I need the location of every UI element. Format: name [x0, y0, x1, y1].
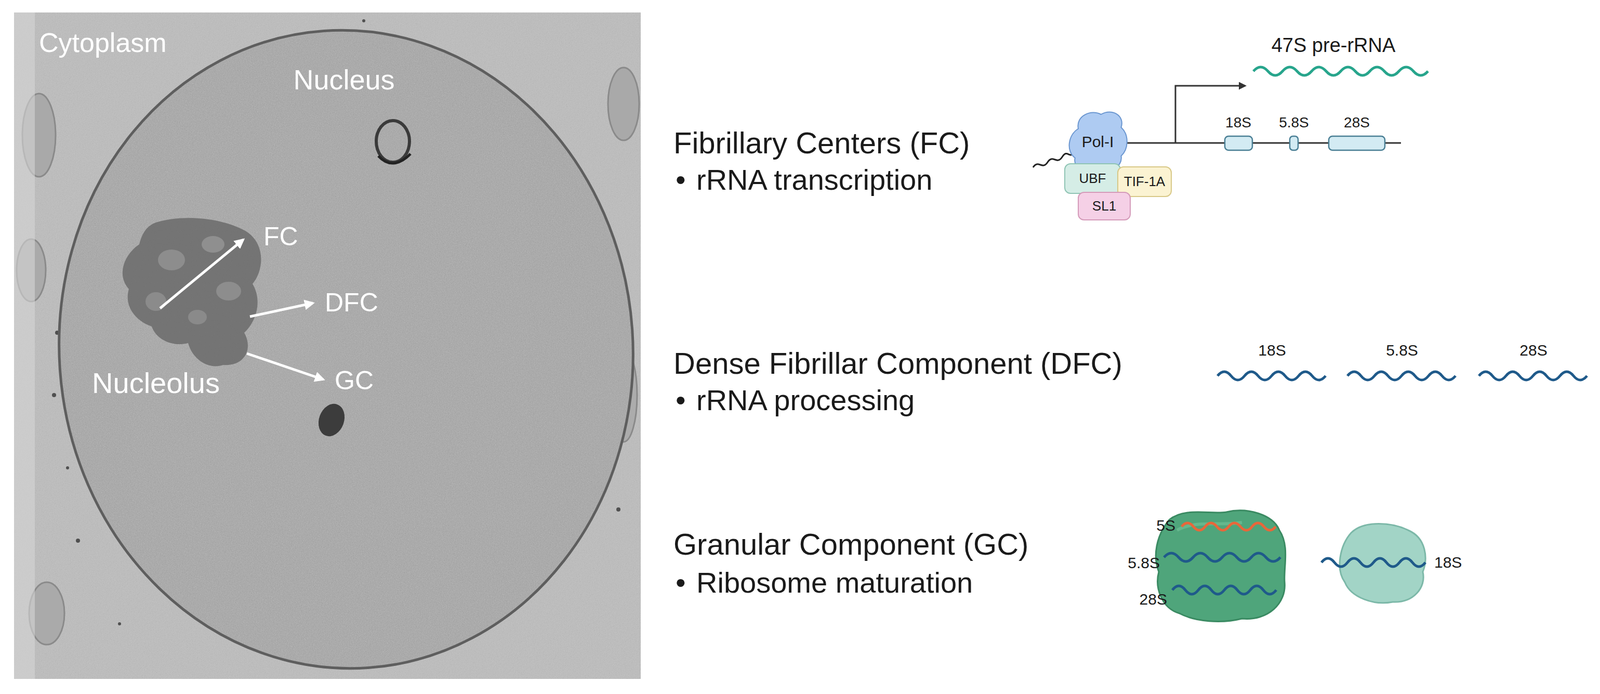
region-label: Cytoplasm: [38, 27, 167, 59]
rna-label: 47S pre-rRNA: [1271, 34, 1396, 58]
em-micrograph: [14, 12, 641, 679]
gene-box: [1224, 136, 1253, 151]
nuclear-envelope: [37, 12, 641, 679]
node-label: TIF-1A: [1124, 173, 1166, 190]
rrna-wave: [1164, 552, 1281, 562]
section-heading: Granular Component (GC): [673, 526, 1029, 562]
region-label: FC: [263, 221, 299, 253]
region-label: DFC: [324, 287, 379, 319]
node-label: UBF: [1079, 170, 1107, 187]
gene-label: 28S: [1343, 114, 1370, 131]
section-bullet-text: Ribosome maturation: [696, 565, 973, 600]
region-label: Nucleus: [293, 63, 395, 96]
5s-rrna-wave: [1181, 522, 1276, 531]
gene-box: [1289, 136, 1299, 151]
section-bullet-text: rRNA processing: [696, 383, 915, 417]
rrna-wave: [1321, 558, 1426, 567]
large-subunit: [1155, 510, 1286, 622]
dense-body: [314, 400, 350, 441]
factor-box: UBF: [1064, 163, 1121, 194]
bullet: •: [675, 565, 686, 600]
nucleolus: [122, 217, 262, 366]
rna-label: 5S: [1156, 516, 1176, 535]
section-heading: Dense Fibrillar Component (DFC): [673, 346, 1123, 381]
gene-label: 18S: [1225, 114, 1252, 131]
rrna-wave: [1347, 371, 1456, 380]
section-bullet-text: rRNA transcription: [696, 163, 933, 197]
nucleus: [37, 12, 641, 679]
region-label: GC: [334, 365, 374, 396]
node-label: Pol-I: [1081, 133, 1115, 151]
rrna-wave: [1478, 371, 1588, 380]
pointer-arrow: [249, 302, 313, 317]
gene-box: [1328, 136, 1385, 151]
bullet: •: [675, 383, 686, 417]
bullet: •: [675, 163, 686, 197]
rna-label: 5.8S: [1127, 553, 1160, 573]
pointer-arrow: [160, 239, 244, 309]
rrna-wave: [1217, 371, 1326, 380]
factor-box: SL1: [1077, 191, 1131, 221]
region-label: Nucleolus: [91, 366, 220, 400]
rna-label: 28S: [1519, 341, 1547, 360]
node-label: SL1: [1092, 197, 1117, 215]
pre-rrna-wave: [1253, 67, 1428, 76]
pointer-arrow: [246, 353, 324, 380]
section-heading: Fibrillary Centers (FC): [673, 125, 970, 161]
rrna-wave: [1172, 585, 1277, 594]
rna-label: 28S: [1139, 590, 1168, 609]
rna-label: 5.8S: [1385, 341, 1419, 360]
rna-label: 18S: [1434, 553, 1462, 572]
gene-label: 5.8S: [1278, 114, 1309, 131]
rna-label: 18S: [1258, 341, 1286, 360]
